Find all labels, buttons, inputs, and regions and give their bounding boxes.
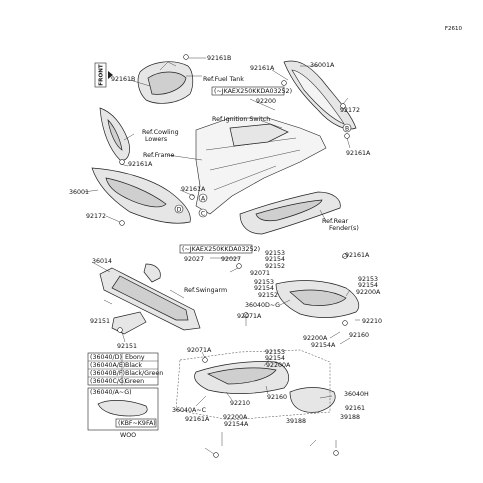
color-row-2-code: (36040A/E) [90,362,125,369]
label-ref-fuel-tank: Ref.Fuel Tank [203,76,244,83]
label-92153-r: 92153 [358,276,378,283]
chain-guard-part [111,311,147,335]
label-92161B: 92161B [207,55,231,62]
label-ref-ignition-switch: Ref.Ignition Switch [212,116,270,123]
color-row-3-code: (36040B/F) [90,370,125,377]
callout-letter-A: A [198,193,208,202]
callout-letter-C: C [198,208,208,217]
color-row-1-name: Ebony [125,354,145,361]
rear-cover-36040H-part [289,387,336,413]
leader-lines [83,57,360,455]
assembly-boundary [175,349,331,421]
rear-fender-part [239,191,341,235]
label-92071: 92071 [250,270,270,277]
label-39188-b: 39188 [340,414,360,421]
label-vin-range-2: (~JKAEX250KKDA03252) [182,246,260,253]
label-92153-c: 92153 [265,349,285,356]
label-92161A-r2: 92161A [345,252,370,259]
label-92160-a: 92160 [349,332,369,339]
color-row-1-code: (36040/D) [90,354,122,361]
svg-text:A: A [201,195,206,202]
label-ref-rear-fender: Fender(s) [329,225,359,232]
label-92210-b: 92210 [230,400,250,407]
color-code-table: (36040/D) Ebony (36040A/E) Black (36040B… [87,352,163,386]
label-92153-b: 92153 [254,279,274,286]
fuel-tank-cover-part [137,61,194,104]
lower-tail-36040A-part [194,361,290,394]
label-92027-a: 92027 [184,256,204,263]
label-92172-left: 92172 [86,213,106,220]
label-92154-a: 92154 [265,256,285,263]
tail-cover-36001A-part [283,60,357,130]
label-92160-b: 92160 [267,394,287,401]
label-92200A-b: 92200A [223,414,248,421]
figure-code: F2610 [445,26,463,32]
label-92210-r: 92210 [362,318,382,325]
inner-fender-36040D-part [275,280,360,318]
label-92027-b: 92027 [221,256,241,263]
color-row-4-name: Green [125,378,144,385]
label-92200A-c: 92200A [266,362,291,369]
label-92200-top: 92200 [256,98,276,105]
svg-text:D: D [177,206,182,213]
label-92200A-r: 92200A [356,289,381,296]
label-92200A-m: 92200A [303,335,328,342]
label-92154-c: 92154 [265,355,285,362]
part-labels: 92161B 36001A 92161A Ref.Fuel Tank 92161… [69,55,382,428]
vin-range-box-1 [211,86,285,96]
label-92151-a: 92151 [90,318,110,325]
label-36001: 36001 [69,189,89,196]
vin-range-box-2 [179,244,253,254]
label-92161B-left: 92161B [111,76,135,83]
label-92161A-left: 92161A [128,161,153,168]
label-ref-cowling-lowers: Lowers [145,136,167,143]
label-ref-cowling: Ref.Cowling [142,129,179,136]
label-92152-a: 92152 [265,263,285,270]
label-ref-frame: Ref.Frame [143,152,174,159]
label-36040A-C: 36040A~C [172,407,207,414]
cowling-lower-part [99,107,130,161]
label-92161A-right: 92161A [346,150,371,157]
label-92161-b: 92161 [345,405,365,412]
swingarm-cover-36014-part [99,263,201,331]
color-row-4-code: (36040C/G) [90,378,126,385]
svg-text:B: B [345,125,349,132]
label-ref-swingarm: Ref.Swingarm [184,287,227,294]
label-92152-b: 92152 [258,292,278,299]
inset-detail: (36040/A~G) (KBF~K9FA) WOO [87,387,159,439]
color-row-2-name: Black [125,362,142,369]
label-92161A-mid: 92161A [181,186,206,193]
label-92071A-a: 92071A [237,313,262,320]
label-vin-range-3: (KBF~K9FA) [118,420,156,427]
label-vin-range-1: (~JKAEX250KKDA03252) [214,88,292,95]
label-92161A-top: 92161A [250,65,275,72]
label-39188-a: 39188 [286,418,306,425]
color-row-3-name: Black/Green [125,370,163,377]
callout-letter-D: D [174,204,184,213]
label-92154-r: 92154 [358,282,378,289]
callout-letter-B: B [342,123,352,132]
label-92154A-b: 92154A [224,421,249,428]
label-92154-b: 92154 [254,285,274,292]
label-ref-rear: Ref.Rear [322,218,349,225]
frame-part [195,117,327,215]
label-92172-top: 92172 [340,107,360,114]
svg-text:C: C [201,210,205,217]
inset-title: (36040/A~G) [90,389,132,396]
label-92151-b: 92151 [117,343,137,350]
label-92154A-m: 92154A [311,342,336,349]
label-92153-a: 92153 [265,250,285,257]
label-w00-note: WOO [120,432,136,439]
label-92161A-b: 92161A [185,416,210,423]
front-direction-marker: FRONT [94,62,113,88]
bolt-markers [117,54,350,458]
label-92071A-b: 92071A [187,347,212,354]
side-cover-36001-part [91,167,191,224]
front-marker-label: FRONT [99,64,105,86]
label-36040H: 36040H [344,391,369,398]
label-36001A: 36001A [310,62,335,69]
label-36014: 36014 [92,258,112,265]
label-36040D-G: 36040D~G [245,302,280,309]
